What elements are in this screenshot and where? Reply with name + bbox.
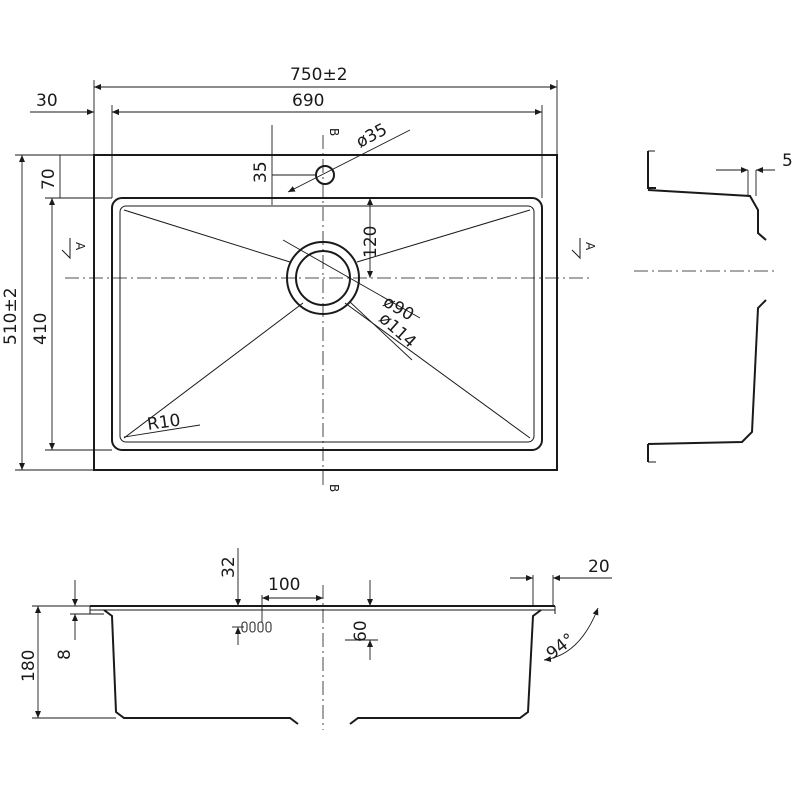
section-marker-a-right: A	[571, 238, 597, 260]
dim-tap-offset: 35	[251, 161, 271, 183]
slope-line	[356, 209, 531, 263]
svg-text:B: B	[327, 128, 341, 136]
dim-drain-offset: 120	[361, 226, 381, 258]
slope-line	[123, 302, 304, 439]
bowl-outline	[111, 197, 543, 451]
tap-hole	[315, 165, 335, 185]
section-marker-a-left: A	[61, 238, 87, 260]
svg-text:B: B	[327, 484, 341, 492]
front-view: 180 8 32 100 60 20 94°	[19, 548, 612, 730]
dim-bowl-height: 410	[31, 313, 51, 345]
dim-tap-diameter: ø35	[353, 120, 391, 153]
front-left-wall	[103, 609, 299, 725]
outer-rim	[93, 154, 558, 471]
dim-flange-width: 20	[588, 557, 610, 577]
dim-overall-height: 510±2	[1, 287, 21, 345]
overflow-slots	[241, 621, 272, 633]
svg-text:A: A	[73, 242, 87, 251]
top-view: A A B B 750±2 690 30 510±2	[1, 65, 597, 492]
dim-overall-width: 750±2	[290, 65, 348, 85]
side-bowl-profile	[647, 189, 767, 241]
dim-rim-top: 70	[39, 168, 59, 190]
side-view: 5	[634, 150, 793, 463]
svg-text:A: A	[583, 242, 597, 251]
slope-line	[123, 209, 291, 263]
dim-rim-offset: 30	[36, 91, 58, 111]
dim-drain-depth: 60	[351, 620, 371, 642]
dim-wall-angle: 94°	[543, 630, 579, 664]
dim-bowl-width: 690	[292, 91, 324, 111]
dim-side-flange: 5	[782, 151, 793, 171]
dim-corner-radius: R10	[146, 410, 182, 434]
dim-overflow-width: 100	[268, 575, 300, 595]
bowl-inner	[119, 205, 535, 443]
dim-overflow-height: 32	[219, 556, 239, 578]
section-marker-b-top: B	[327, 128, 341, 136]
section-marker-b-bottom: B	[327, 484, 341, 492]
dim-rim-thickness: 8	[55, 649, 75, 660]
dim-depth: 180	[19, 650, 39, 682]
slope-line	[344, 302, 531, 439]
front-right-wall	[349, 609, 542, 725]
